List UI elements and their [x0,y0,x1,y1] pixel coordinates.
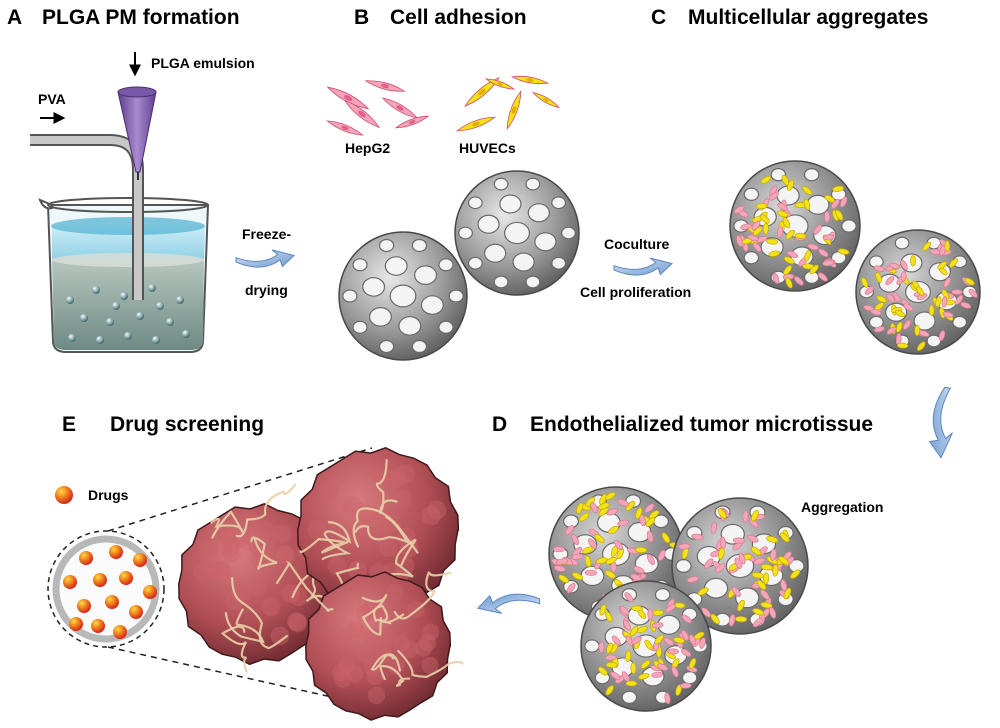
drug-icon [69,617,83,631]
curved-arrow-icon [235,249,296,268]
microsphere-bead [148,284,156,292]
drug-icon [113,625,127,639]
hepg2-cell-icon [326,86,370,110]
drug-icon [91,619,105,633]
microsphere-bead [136,312,144,320]
microsphere-bead [156,302,164,310]
beaker-illustration [30,52,210,353]
drug-icon [55,486,73,504]
curved-arrow-icon [476,593,541,614]
microsphere-bead [92,286,100,294]
freeze-label: Freeze- [242,226,292,242]
microsphere-bead [66,296,74,304]
plga-emulsion-label: PLGA emulsion [151,55,255,71]
microsphere-bead [120,292,128,300]
drug-icon [109,545,123,559]
aggregation-label: Aggregation [801,499,884,515]
drug-icon [79,551,93,565]
tumor-spheroid [275,560,464,721]
microsphere-bead [96,336,104,344]
panel-d-letter: D [492,413,508,436]
cell-laden-scaffold [671,497,809,635]
cell-proliferation-label: Cell proliferation [580,284,692,300]
huvecs-label: HUVECs [459,140,516,156]
panel-e-letter: E [62,413,77,436]
drug-icon [77,599,91,613]
drug-well [47,447,373,707]
drug-icon [93,573,107,587]
microsphere-bead [68,334,76,342]
curved-arrow-icon [928,386,953,459]
hepg2-cell-icon [394,115,430,129]
drugs-label: Drugs [88,487,129,503]
huvec-cell-icon [531,91,561,109]
panel-b-letter: B [354,6,370,29]
microsphere-bead [166,318,174,326]
pva-label: PVA [38,91,66,107]
huvec-cell-icon [510,75,550,85]
tumor-microtissue [178,446,464,721]
hepg2-cell-icon [381,97,419,119]
panel-c-letter: C [651,6,667,29]
microsphere-bead [124,332,132,340]
microsphere-bead [112,302,120,310]
panel-b-title: Cell adhesion [390,6,527,29]
microsphere-bead [182,330,190,338]
drug-icon [63,575,77,589]
hepg2-cell-icon [326,120,364,136]
drug-icon [119,571,133,585]
panel-e-title: Drug screening [110,413,265,436]
drug-icon [143,585,157,599]
hepg2-cell-icon [343,99,381,129]
panel-a-letter: A [7,6,23,29]
porous-scaffold [338,231,468,361]
curved-arrow-icon [613,257,674,276]
process-arrows [235,249,953,614]
panel-d-title: Endothelialized tumor microtissue [530,413,874,436]
drug-icon [129,605,143,619]
microsphere-bead [106,318,114,326]
huvec-cell-icon [455,116,497,132]
microsphere-bead [80,314,88,322]
cell-laden-scaffold [580,580,712,712]
microsphere-bead [152,336,160,344]
drug-icon [105,595,119,609]
cell-laden-scaffolds [548,160,981,712]
tumor-spheroid [297,446,460,614]
porous-scaffolds [338,170,580,361]
hepg2-label: HepG2 [345,140,391,156]
huvec-cell-icon [484,78,516,90]
drug-icon [133,553,147,567]
huvec-cell-icon [464,77,500,107]
panel-c-title: Multicellular aggregates [688,6,929,29]
panel-a-title: PLGA PM formation [42,6,240,29]
cell-laden-scaffold [855,229,981,355]
tumor-spheroid [178,483,337,673]
coculture-label: Coculture [604,236,670,252]
huvec-cell-icon [506,89,522,131]
microsphere-bead [176,296,184,304]
hepg2-cell-icon [364,80,406,92]
cell-laden-scaffold [729,160,861,292]
drying-label: drying [245,282,288,298]
cell-icons [326,75,561,136]
porous-scaffold [454,170,580,296]
